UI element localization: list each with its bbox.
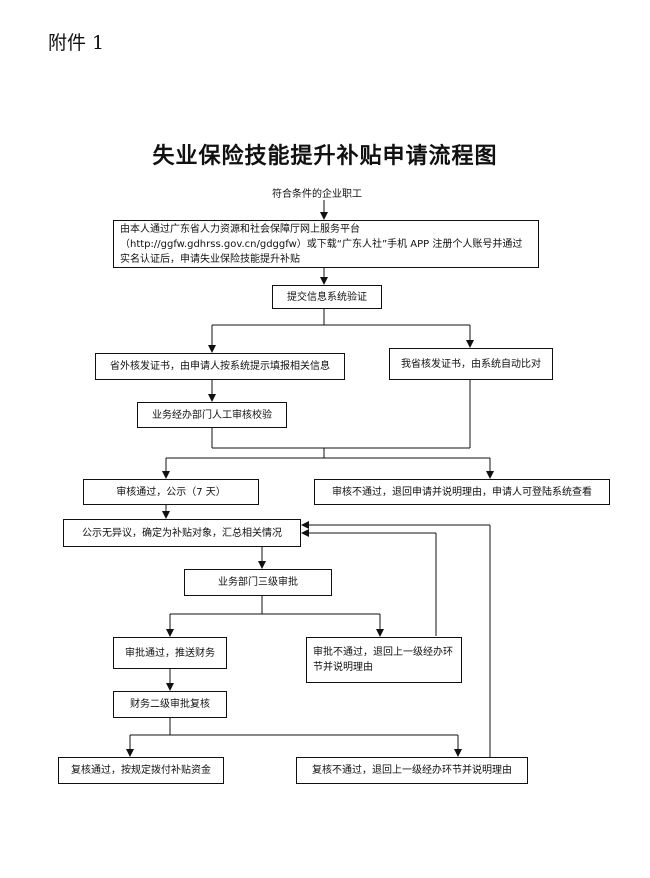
node-inside-cert: 我省核发证书，由系统自动比对 bbox=[389, 348, 553, 380]
node-pass-publicize: 审核通过，公示（7 天） bbox=[83, 479, 259, 505]
annex-label: 附件 1 bbox=[48, 32, 105, 54]
node-dept-approval: 业务部门三级审批 bbox=[184, 569, 332, 596]
node-review-fail: 复核不通过，退回上一级经办环节并说明理由 bbox=[296, 757, 528, 784]
node-review-pass: 复核通过，按规定拨付补贴资金 bbox=[58, 757, 224, 784]
start-label: 符合条件的企业职工 bbox=[272, 189, 362, 200]
node-approve-finance: 审批通过，推送财务 bbox=[113, 637, 227, 669]
node-fail-return: 审核不通过，退回申请并说明理由，申请人可登陆系统查看 bbox=[314, 479, 610, 505]
node-finance-review: 财务二级审批复核 bbox=[113, 691, 227, 718]
node-outside-cert: 省外核发证书，由申请人按系统提示填报相关信息 bbox=[95, 353, 345, 380]
node-submit: 提交信息系统验证 bbox=[272, 285, 382, 309]
node-no-objection: 公示无异议，确定为补贴对象，汇总相关情况 bbox=[63, 519, 301, 547]
node-approve-fail: 审批不通过，退回上一级经办环节并说明理由 bbox=[306, 637, 462, 683]
page-title: 失业保险技能提升补贴申请流程图 bbox=[152, 143, 498, 169]
node-register: 由本人通过广东省人力资源和社会保障厅网上服务平台（http://ggfw.gdh… bbox=[113, 220, 539, 268]
node-manual-check: 业务经办部门人工审核校验 bbox=[137, 402, 287, 428]
